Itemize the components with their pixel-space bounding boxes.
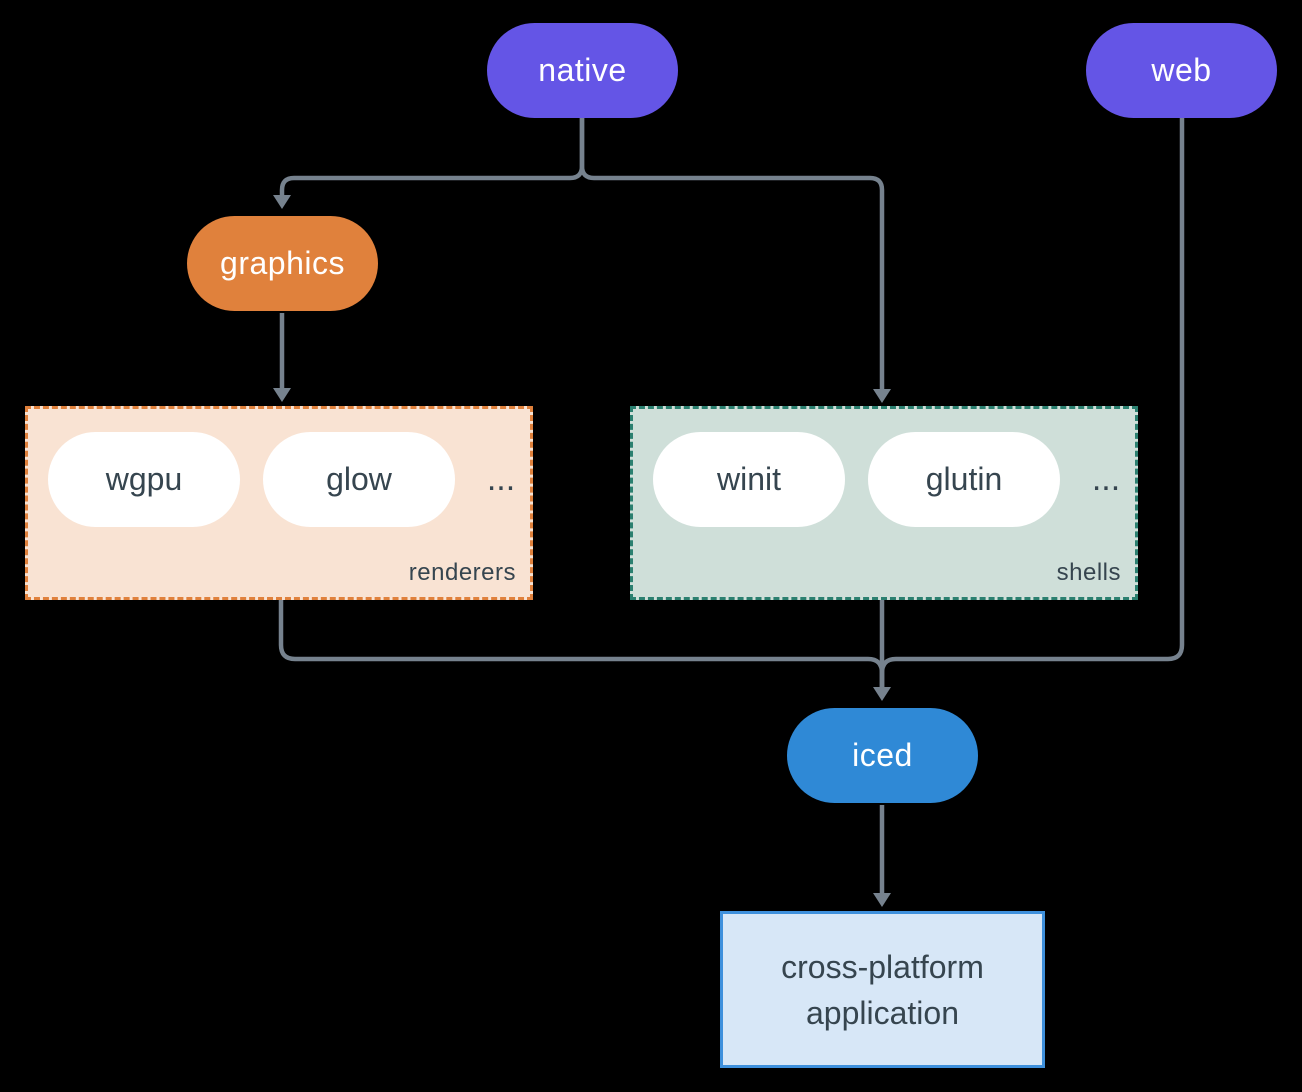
node-iced-label: iced (852, 737, 913, 773)
connector-web-to-iced (879, 118, 1185, 687)
application-label-line-2: application (806, 994, 959, 1031)
node-native: native (487, 23, 678, 118)
arrowhead-into-shells (873, 389, 891, 403)
node-winit-label: winit (716, 461, 781, 497)
node-web-label: web (1151, 52, 1212, 88)
shells-group-label: shells (1056, 559, 1121, 586)
connector-renderers-to-iced (278, 600, 885, 687)
node-web: web (1086, 23, 1277, 118)
node-native-label: native (538, 52, 627, 88)
node-glutin-label: glutin (925, 461, 1003, 497)
node-graphics: graphics (187, 216, 378, 311)
arrowhead-into-application (873, 893, 891, 907)
node-winit: winit (653, 432, 845, 527)
node-cross-platform-application: cross-platform application (720, 911, 1045, 1068)
node-glow-label: glow (326, 461, 392, 497)
arrowhead-into-graphics (273, 195, 291, 209)
node-graphics-label: graphics (220, 245, 345, 281)
renderers-ellipsis: ... (486, 460, 516, 498)
group-box-renderers: wgpu glow ... renderers (25, 406, 533, 600)
arrowhead-into-renderers (273, 388, 291, 402)
connector-native-to-graphics (279, 118, 585, 195)
group-box-shells: winit glutin ... shells (630, 406, 1138, 600)
node-iced: iced (787, 708, 978, 803)
connector-native-to-shells (579, 118, 885, 389)
application-label-line-1: cross-platform (781, 948, 984, 985)
renderers-group-label: renderers (408, 559, 516, 586)
node-wgpu: wgpu (48, 432, 240, 527)
node-glutin: glutin (868, 432, 1060, 527)
node-wgpu-label: wgpu (105, 461, 183, 497)
node-glow: glow (263, 432, 455, 527)
arrowhead-into-iced (873, 687, 891, 701)
shells-ellipsis: ... (1091, 460, 1121, 498)
